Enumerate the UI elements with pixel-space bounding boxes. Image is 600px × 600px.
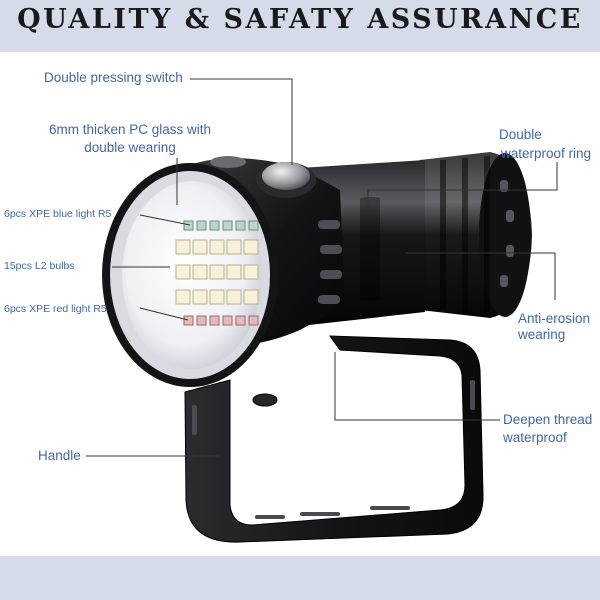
label-thread-line1: Deepen thread — [503, 412, 593, 427]
label-ring-line2: waterproof ring — [501, 146, 592, 161]
page-title: QUALITY & SAFATY ASSURANCE — [17, 4, 583, 35]
led-array — [175, 220, 259, 326]
leader-lines — [86, 78, 558, 457]
blue-led-row — [183, 220, 259, 231]
red-led-row — [183, 315, 259, 326]
label-pc-glass-line1: 6mm thicken PC glass with — [48, 122, 212, 137]
label-l2-bulbs: 15pcs L2 bulbs — [4, 260, 75, 272]
tail-cap — [420, 152, 532, 318]
label-pc-glass-line2: double wearing — [84, 140, 176, 155]
l2-bulb-grid — [175, 239, 259, 305]
label-erosion-line2: wearing — [518, 327, 566, 342]
label-double-pressing-switch: Double pressing switch — [44, 70, 183, 85]
label-blue-light: 6pcs XPE blue light R5 — [4, 208, 112, 220]
label-thread-line2: waterproof — [503, 430, 567, 445]
label-red-light: 6pcs XPE red light R5 — [4, 303, 107, 315]
label-handle: Handle — [38, 448, 81, 463]
handle-bracket — [184, 335, 484, 543]
switch-button — [256, 162, 316, 198]
label-erosion-line1: Anti-erosion — [518, 311, 591, 326]
top-banner — [0, 0, 600, 52]
label-ring-line1: Double — [499, 127, 542, 142]
bottom-banner — [0, 556, 600, 600]
